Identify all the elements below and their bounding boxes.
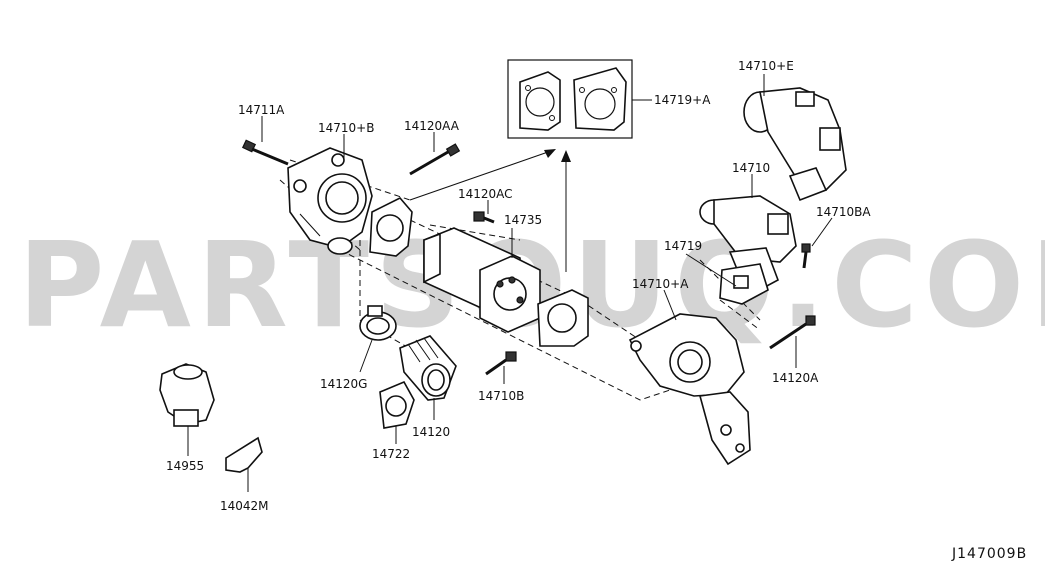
- gasket-14719: [719, 263, 769, 305]
- clamp-14120g: [359, 305, 397, 341]
- egr-valve-14710: [699, 195, 797, 298]
- gasket-center: [537, 289, 589, 347]
- label-14722: 14722: [372, 447, 410, 461]
- label-14719: 14719: [664, 239, 702, 253]
- pointer-arrows: [409, 149, 571, 272]
- label-14120aa: 14120AA: [404, 119, 460, 133]
- label-14710ba: 14710BA: [816, 205, 871, 219]
- sensor-14955: [159, 363, 215, 427]
- bracket-14042m: [225, 436, 263, 473]
- label-14120: 14120: [412, 425, 450, 439]
- hose-14120: [399, 335, 457, 401]
- bolt-14120ac: [473, 211, 495, 224]
- label-14710b: 14710B: [478, 389, 524, 403]
- egr-valve-actuator-14710e: [743, 87, 847, 202]
- label-14719a: 14719+A: [654, 93, 711, 107]
- label-14735: 14735: [504, 213, 542, 227]
- bolt-14120a: [769, 315, 816, 350]
- bolt-14120aa: [409, 143, 461, 176]
- egr-housing-right-14710a: [628, 313, 751, 466]
- egr-cooler-14735: [423, 227, 541, 333]
- label-14710: 14710: [732, 161, 770, 175]
- bolt-14711a: [241, 139, 289, 166]
- label-14710e: 14710+E: [738, 59, 794, 73]
- bolt-14710ba: [801, 243, 811, 269]
- gasket-inset-box: [507, 59, 633, 139]
- gasket-14722: [379, 380, 415, 429]
- bolt-14710b: [485, 351, 517, 376]
- label-14710a: 14710+A: [632, 277, 689, 291]
- label-14120a: 14120A: [772, 371, 819, 385]
- diagram-code: J147009B: [951, 546, 1027, 562]
- label-14710b-plus: 14710+B: [318, 121, 374, 135]
- label-14120ac: 14120AC: [458, 187, 513, 201]
- leader-lines: [187, 74, 833, 492]
- label-14120g: 14120G: [320, 377, 367, 391]
- gasket-left: [369, 197, 413, 257]
- label-14955: 14955: [166, 459, 204, 473]
- label-14711a: 14711A: [238, 103, 285, 117]
- label-14042m: 14042M: [220, 499, 269, 513]
- egr-housing-left: [287, 147, 373, 255]
